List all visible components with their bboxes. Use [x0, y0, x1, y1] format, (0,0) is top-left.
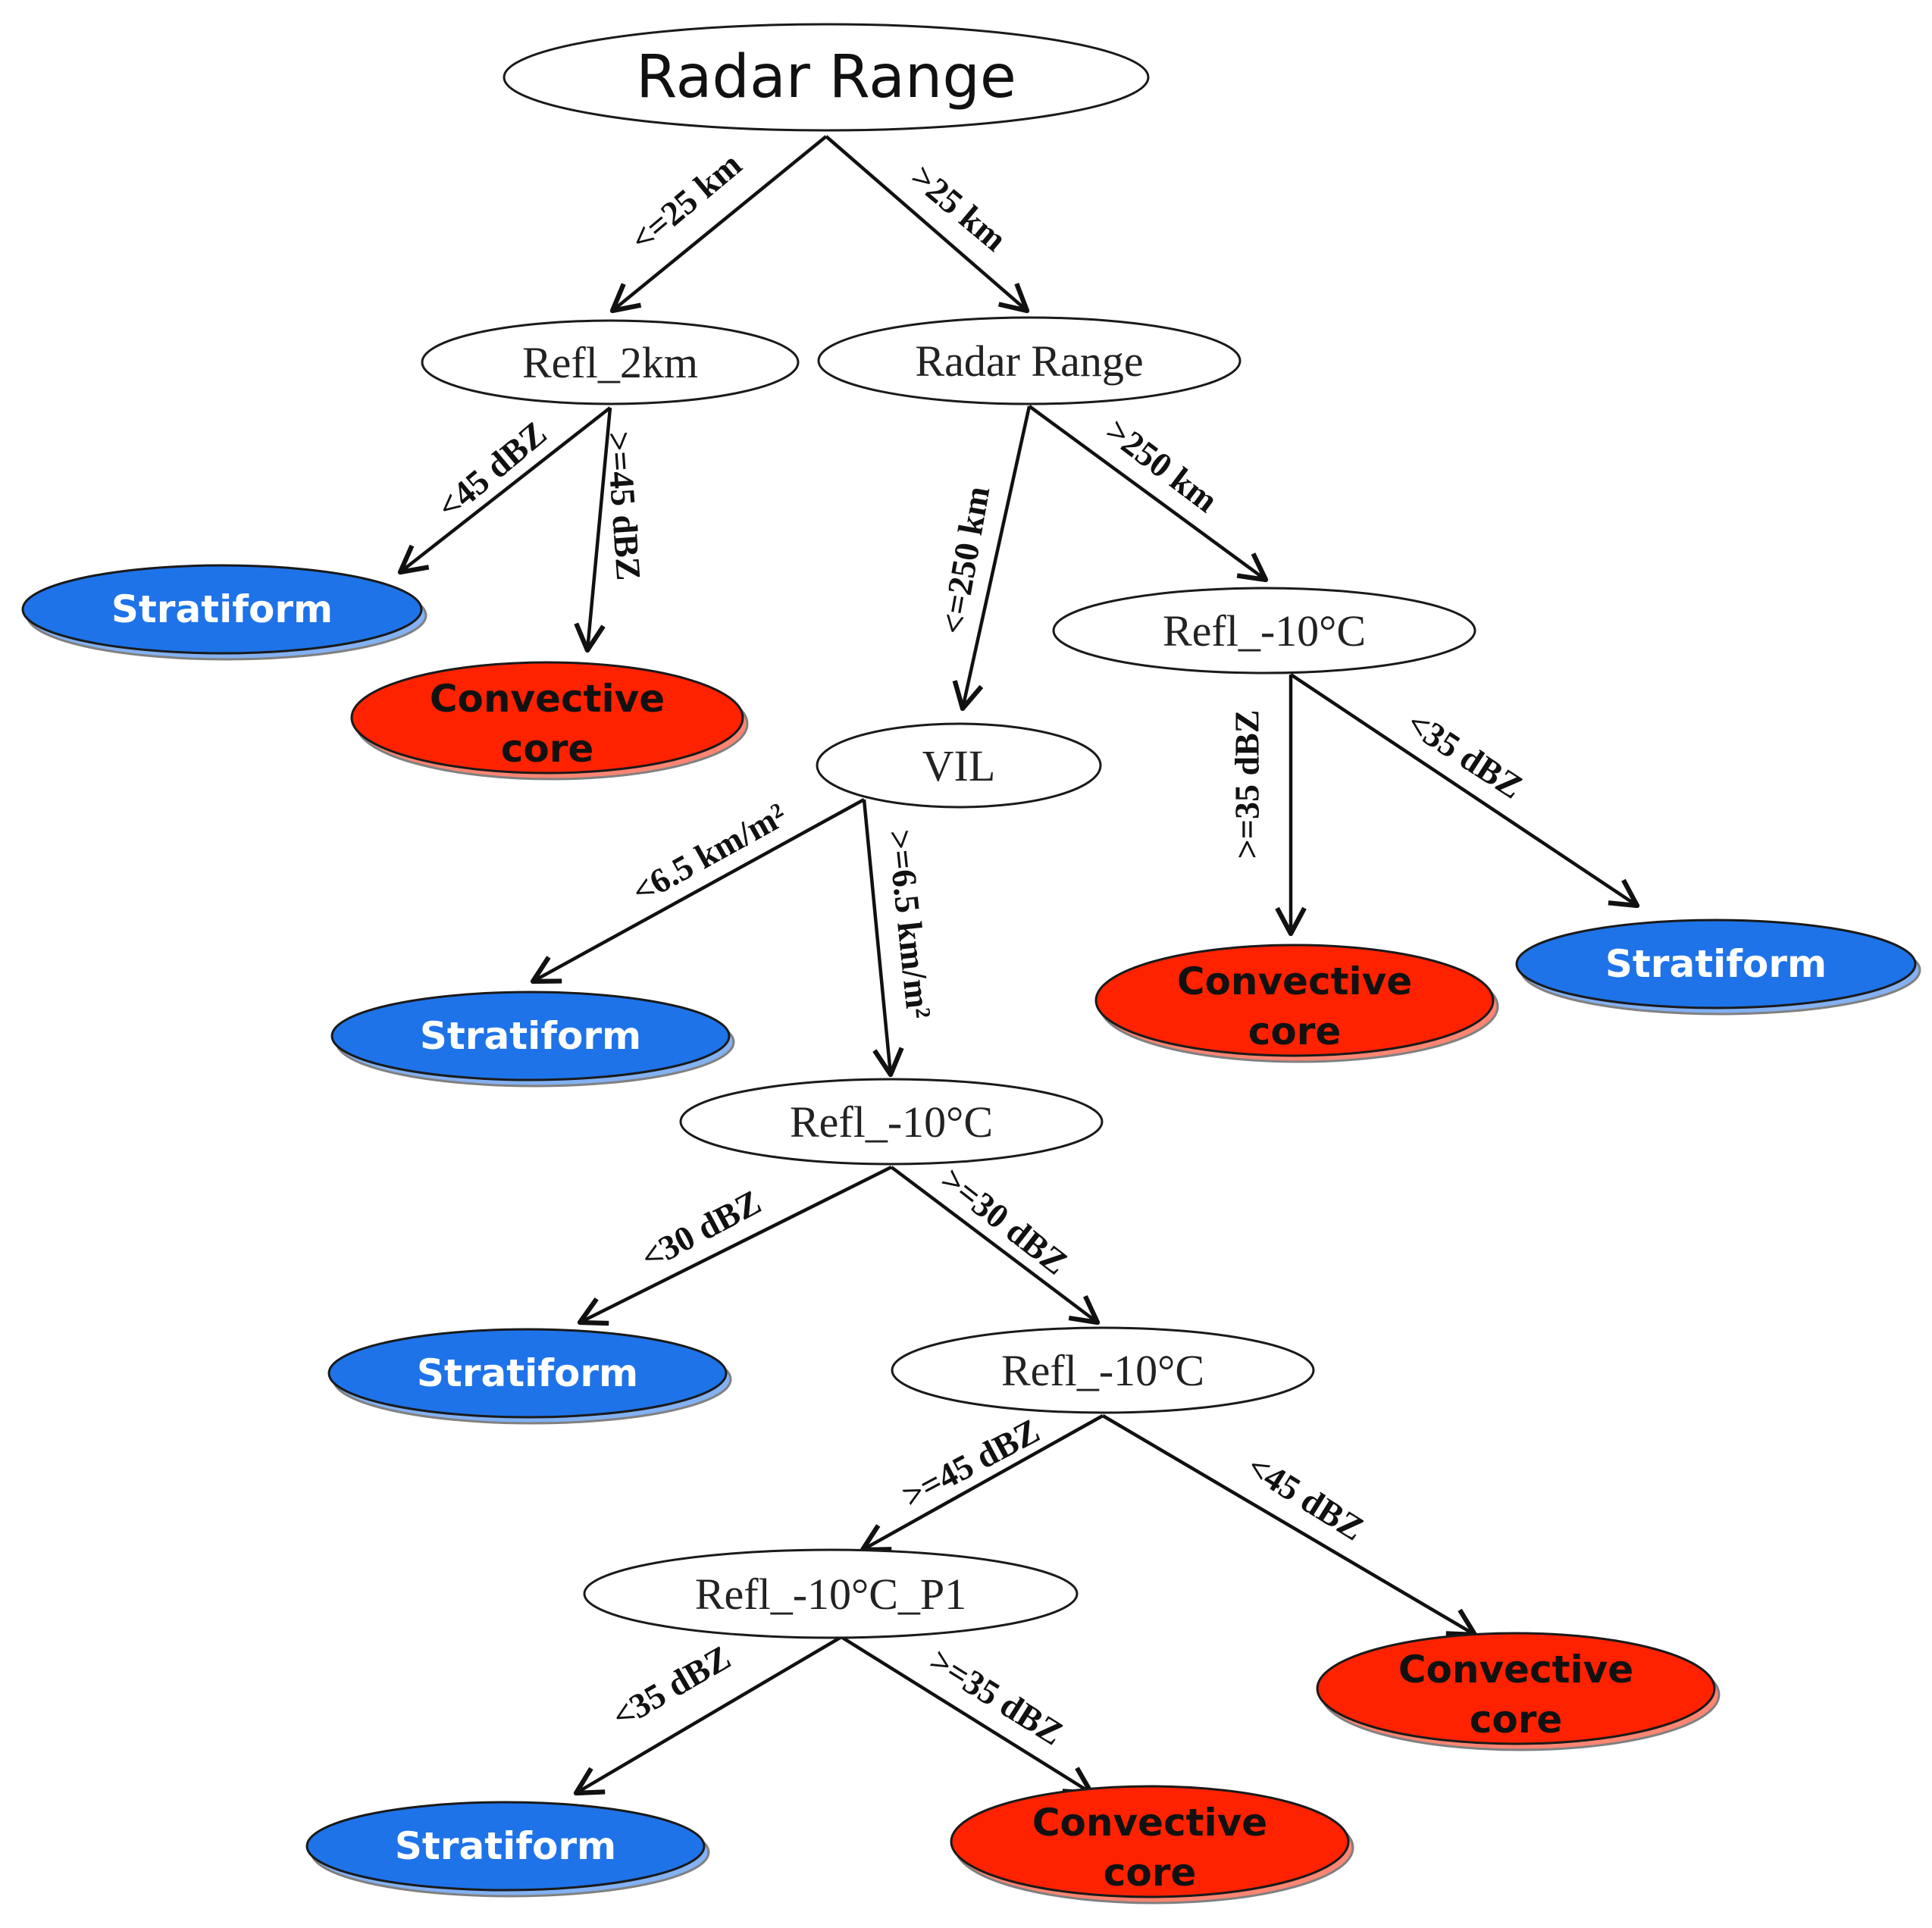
- edge-n7-to-n10: <6.5 km/m²: [530, 795, 866, 984]
- node-refl-10-c-n6: Refl_-10°C: [1052, 587, 1476, 674]
- arrow-n13-n15: [1101, 1414, 1478, 1638]
- node-ellipse: [1094, 944, 1495, 1057]
- node-ellipse: [891, 1326, 1315, 1414]
- arrow-n11-n13: [890, 1166, 1101, 1326]
- edge-n11-to-n12: <30 dBZ: [577, 1165, 893, 1326]
- node-stratiform-n12: Stratiform: [327, 1328, 732, 1425]
- node-ellipse: [679, 1078, 1104, 1166]
- node-label: Refl_2km: [522, 338, 698, 387]
- node-label: Stratiform: [111, 587, 333, 631]
- node-label: Refl_-10°C: [1001, 1346, 1204, 1395]
- node-stratiform-n4: Stratiform: [21, 564, 427, 661]
- edge-label-le-25-km: <=25 km: [623, 145, 749, 259]
- node-vil-n7: VIL: [816, 722, 1102, 809]
- node-ellipse: [583, 1548, 1079, 1639]
- edge-n6-to-n9: <35 dBZ: [1289, 673, 1640, 909]
- node-label: Refl_-10°C: [1163, 606, 1366, 656]
- node-stratiform-n16: Stratiform: [305, 1801, 710, 1898]
- node-radar-range-n3: Radar Range: [817, 316, 1242, 405]
- edge-n1-to-n3: >25 km: [825, 135, 1030, 314]
- edge-n14-to-n16: <35 dBZ: [573, 1635, 843, 1796]
- arrow-n7-n11: [862, 799, 904, 1078]
- node-ellipse: [21, 564, 423, 655]
- node-refl-10-c-p1-n14: Refl_-10°C_P1: [583, 1548, 1079, 1639]
- node-ellipse: [1515, 919, 1917, 1009]
- node-ellipse: [327, 1328, 728, 1419]
- edge-n14-to-n17: >=35 dBZ: [840, 1635, 1094, 1796]
- node-ellipse: [817, 316, 1242, 405]
- node-ellipse: [503, 23, 1150, 132]
- edge-n6-to-n8: >=35 dBZ: [1228, 674, 1307, 937]
- arrow-n1-n2: [609, 135, 828, 314]
- edge-n2-to-n5: >=45 dBZ: [574, 407, 649, 653]
- edge-label-ge-35-dbz: >=35 dBZ: [1228, 710, 1267, 859]
- node-ellipse: [421, 319, 800, 405]
- edge-n11-to-n13: >=30 dBZ: [890, 1160, 1101, 1326]
- node-ellipse: [350, 661, 744, 775]
- edge-n1-to-n2: <=25 km: [609, 135, 828, 314]
- node-ellipse: [816, 722, 1102, 809]
- edge-n13-to-n14: >=45 dBZ: [860, 1411, 1104, 1553]
- edge-label-ge-35-dbz: >=35 dBZ: [923, 1641, 1070, 1753]
- node-label: VIL: [922, 741, 996, 790]
- node-label: Stratiform: [420, 1014, 641, 1058]
- edge-label-gt-25-km: >25 km: [903, 157, 1014, 258]
- edge-label-ge-45-dbz: >=45 dBZ: [896, 1411, 1046, 1515]
- node-stratiform-n10: Stratiform: [330, 991, 735, 1088]
- edge-label-lt-45-dbz: <45 dBZ: [1241, 1447, 1371, 1548]
- node-refl-10-c-n11: Refl_-10°C: [679, 1078, 1104, 1166]
- arrow-n2-n5: [574, 407, 612, 653]
- edge-label-ge-30-dbz: >=30 dBZ: [934, 1160, 1076, 1282]
- arrow-n3-n7: [952, 405, 1032, 712]
- node-ellipse: [1316, 1632, 1716, 1745]
- edge-n7-to-n11: >=6.5 km/m²: [862, 799, 938, 1078]
- edge-label-lt-35-dbz: <35 dBZ: [606, 1638, 737, 1736]
- node-label: Radar Range: [915, 336, 1143, 386]
- edge-label-ge-6-5-km-m: >=6.5 km/m²: [880, 828, 938, 1020]
- edge-label-le-250-km: <=250 km: [933, 484, 997, 637]
- arrow-n3-n6: [1028, 405, 1269, 583]
- edge-n2-to-n4: <45 dBZ: [397, 406, 612, 575]
- arrow-n2-n4: [397, 406, 612, 575]
- node-label: Stratiform: [417, 1351, 638, 1395]
- node-ellipse: [1052, 587, 1476, 674]
- node-ellipse: [950, 1785, 1350, 1898]
- edge-n13-to-n15: <45 dBZ: [1101, 1414, 1478, 1638]
- node-stratiform-n9: Stratiform: [1515, 919, 1921, 1016]
- arrow-n1-n3: [825, 135, 1030, 314]
- arrow-n13-n14: [860, 1414, 1104, 1553]
- node-ellipse: [305, 1801, 706, 1892]
- node-refl-2km-n2: Refl_2km: [421, 319, 800, 405]
- arrow-n11-n12: [577, 1165, 893, 1326]
- node-label: Refl_-10°C_P1: [695, 1570, 966, 1619]
- edge-n3-to-n6: >250 km: [1028, 405, 1269, 583]
- node-label: Refl_-10°C: [790, 1097, 993, 1147]
- edge-label-lt-45-dbz: <45 dBZ: [430, 414, 554, 527]
- edge-n3-to-n7: <=250 km: [933, 405, 1032, 712]
- arrow-n14-n16: [573, 1635, 843, 1796]
- node-ellipse: [330, 991, 731, 1081]
- arrow-n6-n9: [1289, 673, 1640, 909]
- edge-label-ge-45-dbz: >=45 dBZ: [600, 430, 649, 582]
- node-label: Radar Range: [636, 43, 1016, 111]
- node-radar-range-n1: Radar Range: [503, 23, 1150, 132]
- node-refl-10-c-n13: Refl_-10°C: [891, 1326, 1315, 1414]
- arrow-n14-n17: [840, 1635, 1094, 1796]
- node-label: Stratiform: [395, 1824, 616, 1868]
- node-label: Stratiform: [1605, 942, 1827, 986]
- arrow-n7-n10: [530, 798, 866, 984]
